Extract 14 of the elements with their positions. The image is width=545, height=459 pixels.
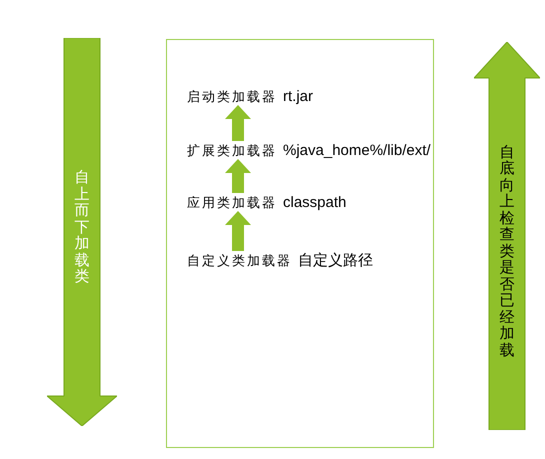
- container-box: [166, 39, 434, 448]
- loader-name: 扩展类加载器: [187, 144, 277, 159]
- loader-name: 自定义类加载器: [187, 254, 292, 269]
- vertical-label: 自上而下加载类: [74, 169, 90, 285]
- vertical-label: 自底向上检查类是否已经加载: [500, 144, 514, 358]
- loader-path: %java_home%/lib/ext/: [283, 142, 431, 159]
- up-arrow: [225, 211, 251, 251]
- loader-path: classpath: [283, 194, 346, 211]
- loader-name: 应用类加载器: [187, 196, 277, 211]
- loader-path: rt.jar: [283, 88, 313, 105]
- up-arrow: [225, 105, 251, 141]
- loader-name: 启动类加载器: [187, 90, 277, 105]
- loader-path: 自定义路径: [298, 252, 373, 269]
- up-arrow: [225, 159, 251, 193]
